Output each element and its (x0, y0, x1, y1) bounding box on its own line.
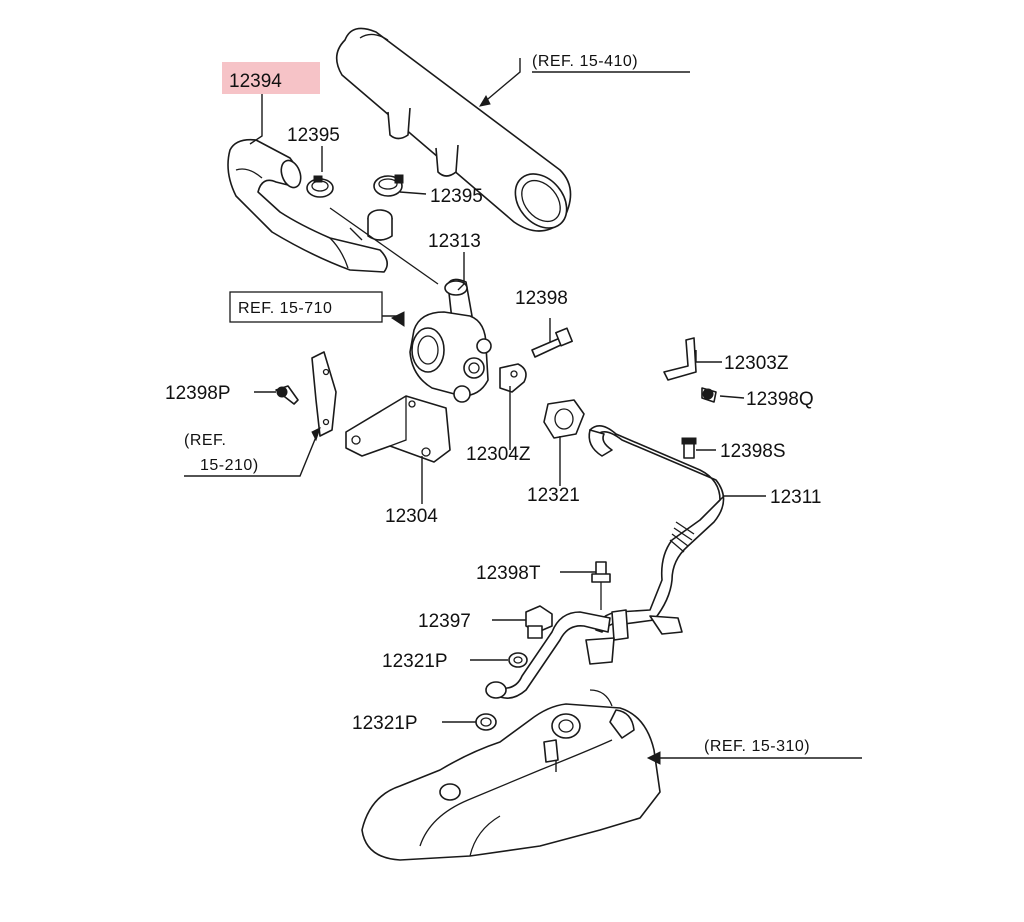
label-12303Z[interactable]: 12303Z (724, 353, 789, 374)
pipe-12311 (485, 425, 725, 699)
ref-15-710-box (229, 291, 383, 323)
label-12395-upper[interactable]: 12395 (287, 125, 340, 146)
connector-stub (367, 209, 393, 241)
bolt-12398T (591, 561, 611, 610)
exhaust-manifold (361, 689, 661, 861)
label-12304Z[interactable]: 12304Z (466, 444, 531, 465)
bolt-12398 (531, 327, 573, 358)
ref-15-710[interactable]: REF. 15-710 (238, 300, 332, 317)
label-12398Q[interactable]: 12398Q (746, 389, 814, 410)
gasket-12321 (543, 399, 585, 439)
hose-12394 (227, 138, 388, 273)
bracket-12304 (345, 395, 451, 463)
label-12304[interactable]: 12304 (385, 506, 438, 527)
leader-lines (184, 58, 862, 772)
label-12395-right[interactable]: 12395 (430, 186, 483, 207)
label-12398S[interactable]: 12398S (720, 441, 786, 462)
bolt-12398S (681, 437, 697, 459)
bolt-12398Q (701, 387, 717, 403)
label-12394[interactable]: 12394 (229, 71, 282, 92)
ref-15-210-line2[interactable]: 15-210) (200, 457, 259, 474)
reference-labels: (REF. 15-410) REF. 15-710 (REF. 15-210) … (184, 53, 810, 755)
label-12398[interactable]: 12398 (515, 288, 568, 309)
washer-12321P-lower (475, 713, 497, 731)
plate-bracket-left (311, 351, 337, 437)
part-highlight-box (222, 62, 320, 94)
label-12398T[interactable]: 12398T (476, 563, 541, 584)
washer-12321P-upper (508, 652, 528, 668)
label-12321[interactable]: 12321 (527, 485, 580, 506)
plug-12397 (525, 605, 553, 639)
bracket-12303Z (663, 337, 697, 381)
label-12313[interactable]: 12313 (428, 231, 481, 252)
bracket-12304Z (499, 363, 527, 393)
clamp-12395-left (306, 175, 334, 198)
label-12398P[interactable]: 12398P (165, 383, 231, 404)
clamp-12395-right (373, 174, 404, 197)
air-pipe (335, 27, 572, 232)
ref-15-410[interactable]: (REF. 15-410) (532, 53, 638, 70)
ref-15-310[interactable]: (REF. 15-310) (704, 738, 810, 755)
part-labels: 12394 12395 12395 12313 12398 12303Z 123… (165, 71, 821, 734)
label-12397[interactable]: 12397 (418, 611, 471, 632)
label-12321P-upper[interactable]: 12321P (382, 651, 448, 672)
label-12311[interactable]: 12311 (770, 487, 821, 508)
ref-15-210-line1[interactable]: (REF. (184, 432, 227, 449)
label-12321P-lower[interactable]: 12321P (352, 713, 418, 734)
valve-12313 (391, 278, 492, 403)
bolt-12398P (275, 385, 299, 405)
